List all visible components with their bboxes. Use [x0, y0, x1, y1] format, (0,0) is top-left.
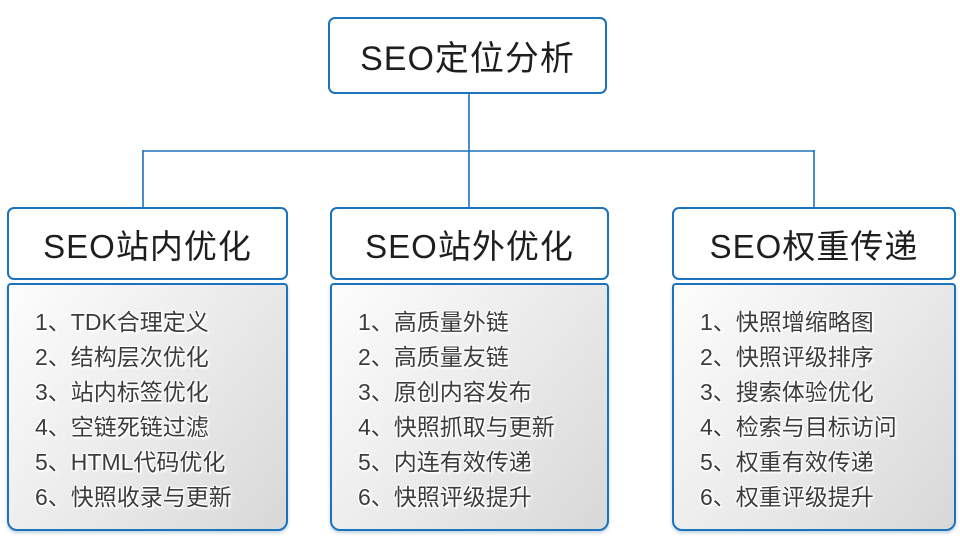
list-item: 1、TDK合理定义: [35, 309, 209, 335]
list-item: 4、快照抓取与更新: [358, 414, 555, 440]
list-item: 1、高质量外链: [358, 309, 509, 335]
branch-onsite-optimization: SEO站内优化 1、TDK合理定义 2、结构层次优化 3、站内标签优化 4、空链…: [7, 207, 288, 531]
list-item: 3、搜索体验优化: [700, 379, 874, 405]
branch-list-offsite: 1、高质量外链 2、高质量友链 3、原创内容发布 4、快照抓取与更新 5、内连有…: [330, 283, 609, 531]
list-item: 1、快照增缩略图: [700, 309, 874, 335]
list-item: 4、空链死链过滤: [35, 414, 209, 440]
branch-list-onsite: 1、TDK合理定义 2、结构层次优化 3、站内标签优化 4、空链死链过滤 5、H…: [7, 283, 288, 531]
branch-title-weight: SEO权重传递: [672, 207, 956, 280]
list-item: 6、快照评级提升: [358, 484, 532, 510]
root-node: SEO定位分析: [328, 17, 607, 94]
list-item: 3、站内标签优化: [35, 379, 209, 405]
branch-weight-transfer: SEO权重传递 1、快照增缩略图 2、快照评级排序 3、搜索体验优化 4、检索与…: [672, 207, 956, 531]
branch-title-offsite: SEO站外优化: [330, 207, 609, 280]
branch-list-weight: 1、快照增缩略图 2、快照评级排序 3、搜索体验优化 4、检索与目标访问 5、权…: [672, 283, 956, 531]
list-item: 4、检索与目标访问: [700, 414, 897, 440]
branch-offsite-optimization: SEO站外优化 1、高质量外链 2、高质量友链 3、原创内容发布 4、快照抓取与…: [330, 207, 609, 531]
list-item: 5、内连有效传递: [358, 449, 532, 475]
branch-title-onsite: SEO站内优化: [7, 207, 288, 280]
list-item: 5、权重有效传递: [700, 449, 874, 475]
branch-title-label: SEO权重传递: [709, 227, 919, 265]
branch-title-label: SEO站内优化: [43, 227, 252, 265]
list-item: 5、HTML代码优化: [35, 449, 226, 475]
list-item: 2、快照评级排序: [700, 344, 874, 370]
branch-title-label: SEO站外优化: [365, 227, 574, 265]
list-item: 2、高质量友链: [358, 344, 509, 370]
root-node-label: SEO定位分析: [360, 40, 575, 78]
list-item: 6、权重评级提升: [700, 484, 874, 510]
list-item: 3、原创内容发布: [358, 379, 532, 405]
list-item: 6、快照收录与更新: [35, 484, 232, 510]
list-item: 2、结构层次优化: [35, 344, 209, 370]
